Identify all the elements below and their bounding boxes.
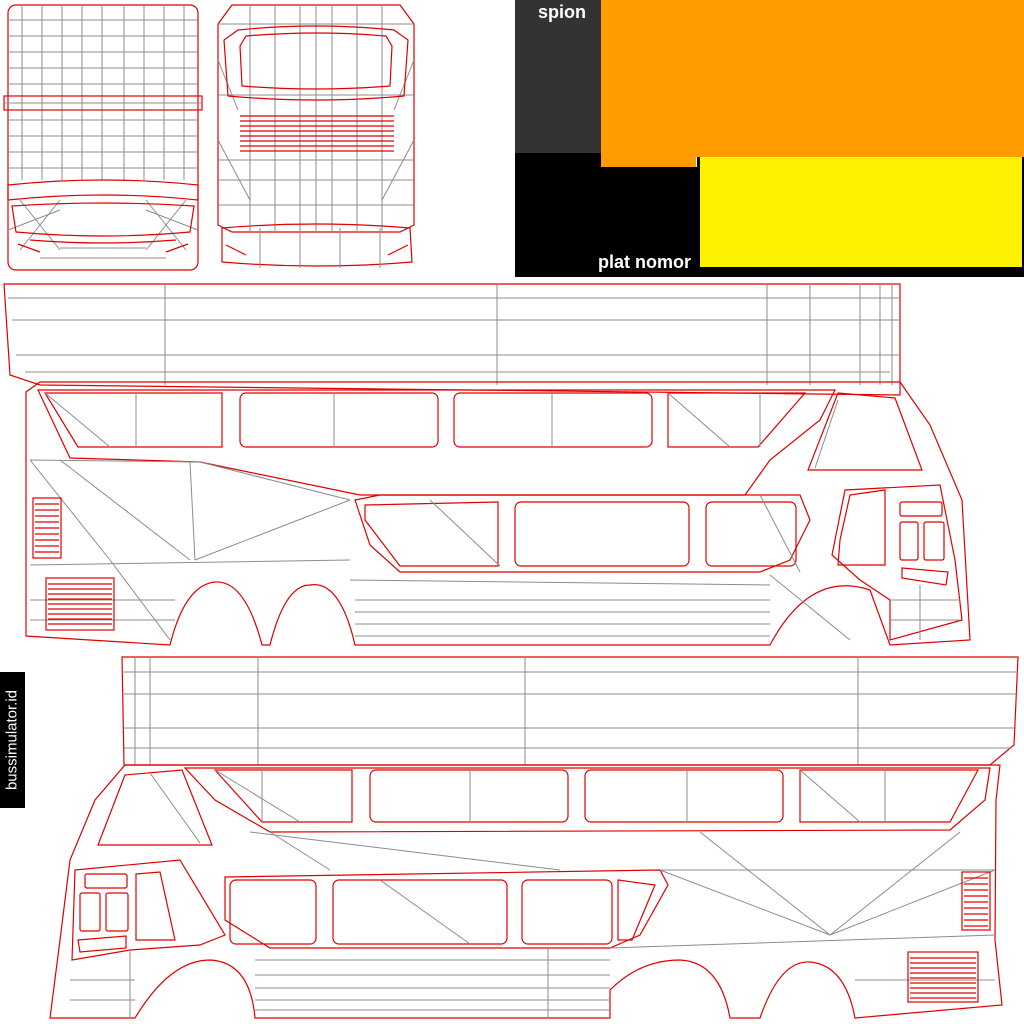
- left-side-view: [3, 283, 971, 646]
- mirror-swatch: [515, 0, 601, 153]
- watermark-text: bussimulator.id: [3, 689, 21, 791]
- engine-vent: [45, 577, 115, 631]
- right-side-view: [49, 656, 1019, 1019]
- rear-grille-vent-right: [961, 871, 991, 931]
- yellow-swatch: [700, 157, 1022, 267]
- orange-swatch-notch: [601, 157, 696, 167]
- plate-swatch: [515, 153, 601, 277]
- plate-swatch-strip: [601, 167, 697, 277]
- orange-swatch: [601, 0, 1024, 157]
- engine-vent-right: [907, 951, 979, 1003]
- plate-label: plat nomor: [598, 252, 691, 272]
- rear-view: [3, 4, 203, 271]
- rear-grille-vent: [32, 497, 62, 559]
- front-view: [217, 4, 415, 268]
- color-swatch-panel: [515, 0, 1024, 277]
- watermark-tag: bussimulator.id: [0, 672, 25, 808]
- mirror-label: spion: [538, 2, 586, 22]
